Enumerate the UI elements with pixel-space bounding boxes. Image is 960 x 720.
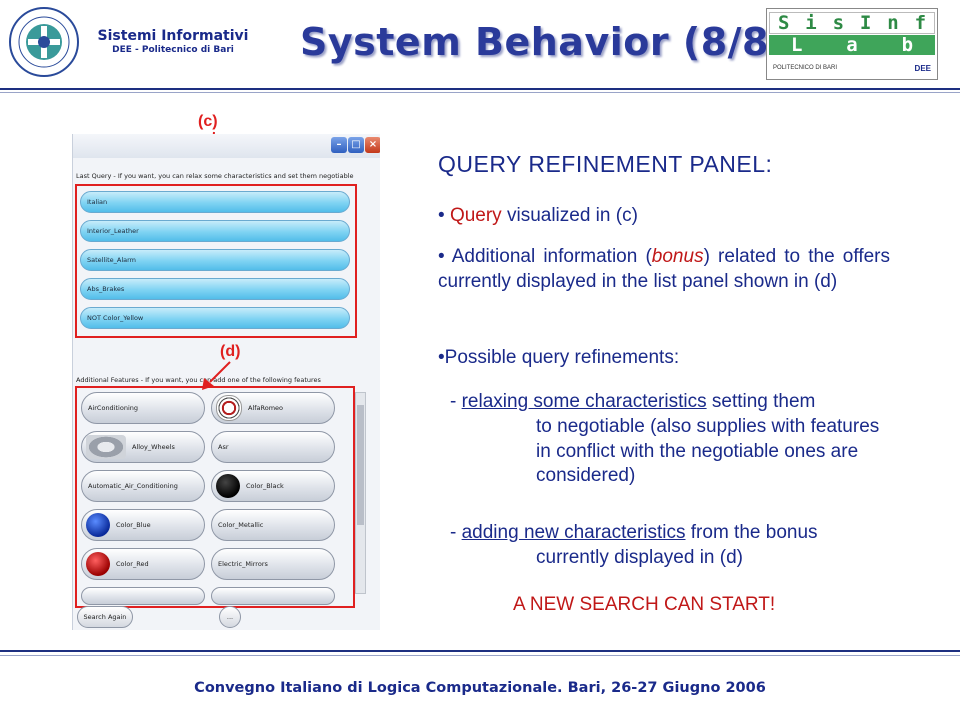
query-item[interactable]: NOT Color_Yellow (80, 307, 350, 329)
more-button[interactable]: ... (219, 606, 241, 628)
query-item[interactable]: Abs_Brakes (80, 278, 350, 300)
query-item[interactable]: Italian (80, 191, 350, 213)
feature-button[interactable]: Automatic_Air_Conditioning (81, 470, 205, 502)
feature-button-partial[interactable] (211, 587, 335, 605)
feature-button[interactable]: Electric_Mirrors (211, 548, 335, 580)
bullet-possible-refinements: •Possible query refinements: (438, 347, 680, 368)
logo-row-lab: L a b (769, 34, 935, 56)
org-name: Sistemi Informativi DEE - Politecnico di… (88, 28, 258, 55)
features-scrollbar[interactable] (355, 392, 366, 594)
feature-button-partial[interactable] (81, 587, 205, 605)
minimize-icon[interactable]: – (331, 137, 347, 153)
bullet-additional-info: • Additional information (bonus) related… (438, 246, 890, 292)
org-line1: Sistemi Informativi (97, 28, 249, 44)
last-query-label: Last Query - If you want, you can relax … (76, 172, 354, 180)
color-red-swatch-icon (86, 552, 110, 576)
refinement-add: - adding new characteristics from the bo… (450, 522, 818, 543)
add-link[interactable]: adding new characteristics (461, 522, 686, 543)
features-label: Additional Features - If you want, you c… (76, 376, 321, 384)
window-titlebar: – □ × (73, 134, 380, 158)
arrow-d (202, 361, 231, 390)
alloy-wheel-icon (86, 435, 126, 459)
color-blue-swatch-icon (86, 513, 110, 537)
feature-button[interactable]: Asr (211, 431, 335, 463)
refinement-add-cont: currently displayed in (d) (536, 547, 743, 568)
relax-link[interactable]: relaxing some characteristics (461, 391, 707, 412)
refinement-relax: - relaxing some characteristics setting … (450, 391, 816, 412)
features-panel-d: AirConditioning AlfaRomeo Alloy_Wheels A… (75, 386, 355, 608)
refinement-relax-cont: to negotiable (also supplies with featur… (536, 416, 880, 486)
footer-rule-thin (0, 655, 960, 656)
logo-row-sisinf: S i s I n f (769, 12, 935, 34)
politecnico-seal (8, 6, 80, 78)
feature-button[interactable]: Alloy_Wheels (81, 431, 205, 463)
sisinf-lab-logo: S i s I n f L a b POLITECNICO DI BARI DE… (766, 8, 938, 80)
scrollbar-thumb[interactable] (357, 405, 364, 525)
feature-button[interactable]: AlfaRomeo (211, 392, 335, 424)
header-rule (0, 88, 960, 90)
slide-title: System Behavior (8/8) (300, 20, 787, 64)
query-item[interactable]: Satellite_Alarm (80, 249, 350, 271)
callout-d: (d) (220, 343, 241, 360)
feature-button[interactable]: Color_Black (211, 470, 335, 502)
header-rule-thin (0, 92, 960, 93)
feature-button[interactable]: Color_Metallic (211, 509, 335, 541)
footer-text: Convegno Italiano di Logica Computaziona… (194, 680, 766, 696)
color-black-swatch-icon (216, 474, 240, 498)
org-line2: DEE - Politecnico di Bari (112, 45, 234, 55)
close-icon[interactable]: × (365, 137, 380, 153)
logo-row-politecnico: POLITECNICO DI BARI DEE (773, 63, 931, 73)
new-search-text: A NEW SEARCH CAN START! (513, 594, 776, 615)
query-panel-c: Italian Interior_Leather Satellite_Alarm… (75, 184, 357, 338)
app-window-screenshot: – □ × Last Query - If you want, you can … (72, 134, 380, 630)
callout-c: (c) (198, 113, 218, 130)
footer-rule (0, 650, 960, 652)
search-again-button[interactable]: Search Again (77, 606, 133, 628)
feature-button[interactable]: AirConditioning (81, 392, 205, 424)
alfa-romeo-logo-icon (216, 395, 242, 421)
maximize-icon[interactable]: □ (348, 137, 364, 153)
query-item[interactable]: Interior_Leather (80, 220, 350, 242)
feature-button[interactable]: Color_Red (81, 548, 205, 580)
section-heading: QUERY REFINEMENT PANEL: (438, 151, 773, 177)
bullet-query: • Query visualized in (c) (438, 205, 638, 226)
feature-button[interactable]: Color_Blue (81, 509, 205, 541)
